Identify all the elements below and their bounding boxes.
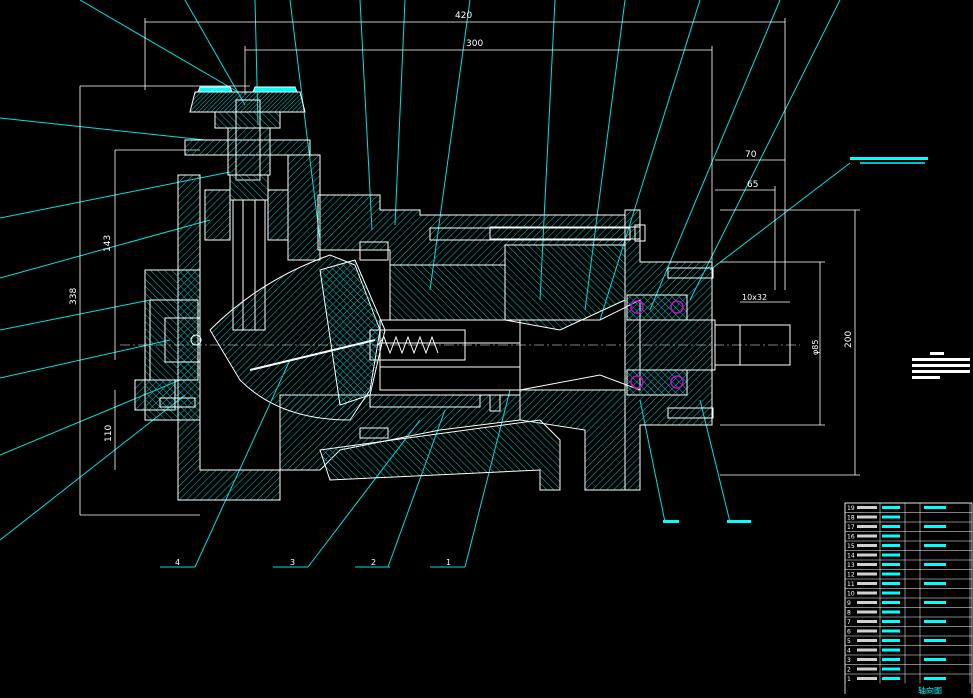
table-cell-mark <box>924 601 946 604</box>
bearing-ball <box>670 375 684 389</box>
table-cell-mark <box>857 591 877 595</box>
table-row-number: 8 <box>847 610 851 617</box>
table-cell-mark <box>857 525 877 528</box>
table-cell-mark <box>882 629 900 633</box>
table-cell-mark <box>882 553 900 557</box>
table-cell-mark <box>857 629 877 633</box>
table-cell-mark <box>882 544 900 547</box>
table-cell-mark <box>857 582 877 585</box>
table-cell-mark <box>857 667 877 671</box>
bearing-ball <box>670 300 684 314</box>
part-label-3: 3 <box>290 558 295 567</box>
table-row-number: 19 <box>847 505 855 512</box>
table-cell-mark <box>924 563 946 566</box>
table-cell-mark <box>882 572 900 576</box>
table-row-number: 9 <box>847 600 851 607</box>
left-port <box>134 299 202 411</box>
dim-300: 300 <box>466 39 483 49</box>
table-row-number: 10 <box>847 591 855 598</box>
table-cell-mark <box>924 677 946 680</box>
table-cell-mark <box>924 620 946 623</box>
table-row-number: 14 <box>847 553 855 560</box>
table-row-number: 15 <box>847 543 855 550</box>
dim-338: 338 <box>69 288 79 305</box>
table-cell-mark <box>857 515 877 519</box>
parts-list-table: 19 18 17 16 15 14 13 12 11 10 9 8 7 6 5 4 3 2 1 轴向图 <box>844 502 973 696</box>
table-cell-mark <box>857 572 877 576</box>
table-cell-mark <box>882 563 900 566</box>
table-cell-mark <box>882 677 900 680</box>
table-cell-mark <box>882 506 900 509</box>
dim-70: 70 <box>745 150 757 160</box>
table-cell-mark <box>857 658 877 661</box>
part-labels: 4 3 2 1 <box>175 558 451 567</box>
table-cell-mark <box>857 506 877 509</box>
annotation-marks <box>663 157 928 523</box>
table-cell-mark <box>857 639 877 642</box>
table-row-number: 13 <box>847 562 855 569</box>
table-cell-mark <box>882 591 900 595</box>
table-cell-mark <box>924 582 946 585</box>
handwheel <box>189 86 306 331</box>
table-row-number: 3 <box>847 657 851 664</box>
part-label-1: 1 <box>446 558 451 567</box>
table-cell-mark <box>857 563 877 566</box>
dim-phi: φ85 <box>811 340 820 355</box>
table-row-number: 1 <box>847 676 851 683</box>
table-cell-mark <box>857 544 877 547</box>
table-cell-mark <box>882 525 900 528</box>
table-cell-mark <box>857 601 877 604</box>
table-cell-mark <box>857 648 877 652</box>
table-cell-mark <box>857 677 877 680</box>
table-cell-mark <box>882 648 900 652</box>
table-cell-mark <box>882 534 900 538</box>
table-row-number: 11 <box>847 581 855 588</box>
part-label-4: 4 <box>175 558 180 567</box>
table-cell-mark <box>882 610 900 614</box>
table-cell-mark <box>882 601 900 604</box>
table-cell-mark <box>857 610 877 614</box>
bearing-ball <box>630 375 644 389</box>
table-row-number: 12 <box>847 572 855 579</box>
table-row-number: 5 <box>847 638 851 645</box>
dimension-lines <box>79 18 860 516</box>
table-cell-mark <box>882 582 900 585</box>
dim-143: 143 <box>103 235 113 252</box>
table-cell-mark <box>924 658 946 661</box>
dim-shaft: 10x32 <box>742 293 767 302</box>
table-cell-mark <box>882 620 900 623</box>
table-row-number: 6 <box>847 629 851 636</box>
table-row-number: 16 <box>847 534 855 541</box>
table-cell-mark <box>924 506 946 509</box>
table-cell-mark <box>882 658 900 661</box>
dim-200: 200 <box>844 331 854 348</box>
table-cell-mark <box>882 639 900 642</box>
dim-65: 65 <box>747 180 758 190</box>
dim-420: 420 <box>455 11 472 21</box>
part-label-2: 2 <box>371 558 376 567</box>
table-cell-mark <box>924 525 946 528</box>
dimension-labels: 420 300 70 65 143 338 110 200 10x32 φ85 <box>69 11 854 442</box>
dim-110: 110 <box>104 425 114 442</box>
table-row-number: 17 <box>847 524 855 531</box>
tech-notes <box>912 352 970 379</box>
table-cell-mark <box>924 639 946 642</box>
table-row-number: 4 <box>847 648 851 655</box>
table-row-number: 2 <box>847 667 851 674</box>
drawing-name: 轴向图 <box>918 686 942 695</box>
bolts <box>359 224 714 439</box>
table-cell-mark <box>857 620 877 623</box>
bearing-ball <box>630 300 644 314</box>
table-cell-mark <box>857 534 877 538</box>
table-cell-mark <box>882 515 900 519</box>
table-row-number: 7 <box>847 619 851 626</box>
table-cell-mark <box>924 544 946 547</box>
table-cell-mark <box>857 553 877 557</box>
table-cell-mark <box>882 667 900 671</box>
table-row-number: 18 <box>847 515 855 522</box>
